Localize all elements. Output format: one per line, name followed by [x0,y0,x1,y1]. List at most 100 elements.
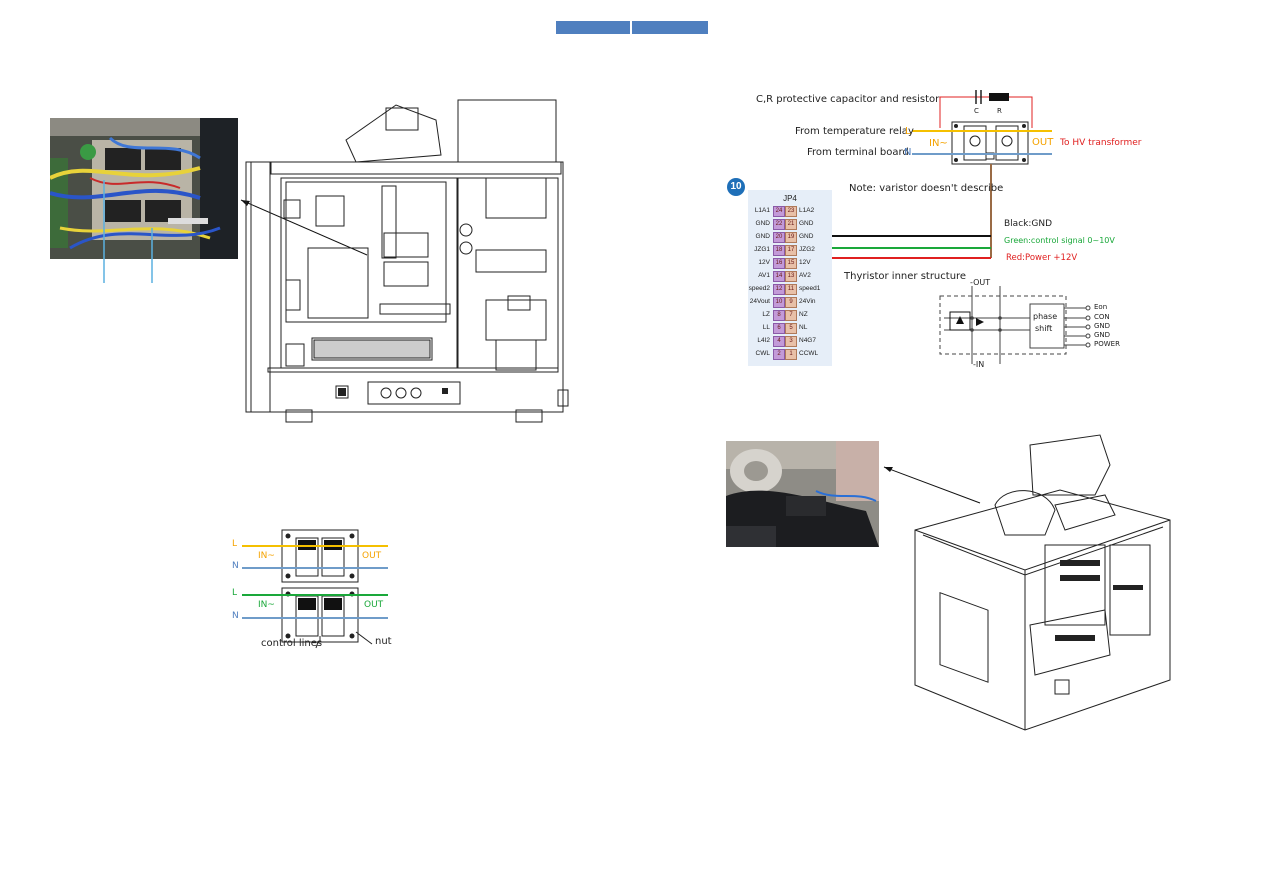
blower-photo [726,441,879,547]
jp4-pin-number: 16 [773,258,785,269]
jp4-pin-number: 19 [785,232,797,243]
phase-label: phase [1033,312,1058,321]
jp4-pin-left-label: JZG1 [754,246,770,253]
jp4-pin-number: 13 [785,271,797,282]
pin-gnd-1: GND [1094,322,1111,330]
step-badge: 10 [727,178,745,196]
minus-out-label: -OUT [970,278,991,287]
jp4-pin-right-label: GND [799,220,814,227]
legend-L-1: L [232,539,238,549]
legend-out-2: OUT [364,600,384,610]
header-tab-right [632,21,708,34]
jp4-pin-number: 11 [785,284,797,295]
jp4-pin-number: 8 [773,310,785,321]
jp4-pin-number: 14 [773,271,785,282]
cr-protective-title: C,R protective capacitor and resistor [756,94,940,105]
minus-in-label: -IN [973,360,985,369]
N-label: N [904,147,912,158]
jp4-pin-number: 2 [773,349,785,360]
red-power-label: Red:Power +12V [1006,253,1078,263]
jp4-pin-right-label: NZ [799,311,808,318]
jp4-pin-number: 17 [785,245,797,256]
pin-gnd-2: GND [1094,331,1111,339]
jp4-pin-number: 5 [785,323,797,334]
jp4-pin-left-label: CWL [755,350,770,357]
jp4-pin-left-label: 12V [758,259,770,266]
nut-label: nut [375,636,392,647]
jp4-pin-number: 4 [773,336,785,347]
jp4-pin-left-label: GND [755,233,770,240]
thyristor-wiring-photo [50,118,238,259]
jp4-pin-left-label: L1A1 [754,207,770,214]
jp4-pin-number: 12 [773,284,785,295]
jp4-pin-left-label: 24Vout [749,298,770,305]
jp4-pin-right-label: AV2 [799,272,811,279]
jp4-pin-left-label: GND [755,220,770,227]
jp4-pin-right-label: 24Vin [799,298,816,305]
capacitor-label: C [974,107,979,115]
jp4-pin-number: 23 [785,206,797,217]
jp4-pin-number: 9 [785,297,797,308]
jp4-pin-right-label: GND [799,233,814,240]
thyristor-wiring-legend: L N IN~ OUT L N IN~ OUT [228,528,398,653]
jp4-pin-number: 20 [773,232,785,243]
jp4-pin-number: 21 [785,219,797,230]
jp4-pin-left-label: L4I2 [757,337,770,344]
from-temp-relay-label: From temperature relay [795,126,914,137]
jp4-pin-left-label: LZ [762,311,770,318]
in-label: IN~ [929,138,948,149]
jp4-pin-number: 24 [773,206,785,217]
shift-label: shift [1035,324,1053,333]
jp4-pin-number: 3 [785,336,797,347]
pin-power: POWER [1094,340,1120,348]
control-lines-label: control lines [261,638,323,649]
jp4-pin-number: 1 [785,349,797,360]
jp4-title: JP4 [783,194,797,203]
jp4-pin-right-label: speed1 [799,285,821,292]
to-hv-transformer-label: To HV transformer [1060,138,1142,148]
legend-in-2: IN~ [258,600,275,610]
jp4-pin-right-label: CCWL [799,350,819,357]
green-signal-label: Green:control signal 0~10V [1004,236,1115,245]
jp4-pin-number: 18 [773,245,785,256]
jp4-pin-left-label: LL [762,324,770,331]
legend-N-2: N [232,611,239,621]
machine-side-view-drawing [245,99,576,425]
L-label: L [905,126,911,137]
jp4-pin-left-label: speed2 [748,285,770,292]
legend-N-1: N [232,561,239,571]
jp4-pin-right-label: 12V [799,259,811,266]
jp4-pin-number: 15 [785,258,797,269]
pin-con: CON [1094,313,1110,321]
jp4-pin-right-label: L1A2 [799,207,815,214]
from-terminal-board-label: From terminal board [807,147,909,158]
jp4-pin-right-label: N4G7 [799,337,816,344]
jp4-pin-right-label: JZG2 [799,246,815,253]
jp4-pin-number: 10 [773,297,785,308]
jp4-pin-number: 22 [773,219,785,230]
out-label: OUT [1032,137,1054,148]
varistor-note: Note: varistor doesn't describe [849,183,1004,194]
jp4-pin-number: 6 [773,323,785,334]
resistor-label: R [997,107,1002,115]
legend-L-2: L [232,588,238,598]
legend-out-1: OUT [362,551,382,561]
machine-isometric-drawing [905,434,1173,731]
jp4-pin-left-label: AV1 [758,272,770,279]
inner-structure-title: Thyristor inner structure [844,271,967,282]
jp4-pin-number: 7 [785,310,797,321]
legend-in-1: IN~ [258,551,275,561]
